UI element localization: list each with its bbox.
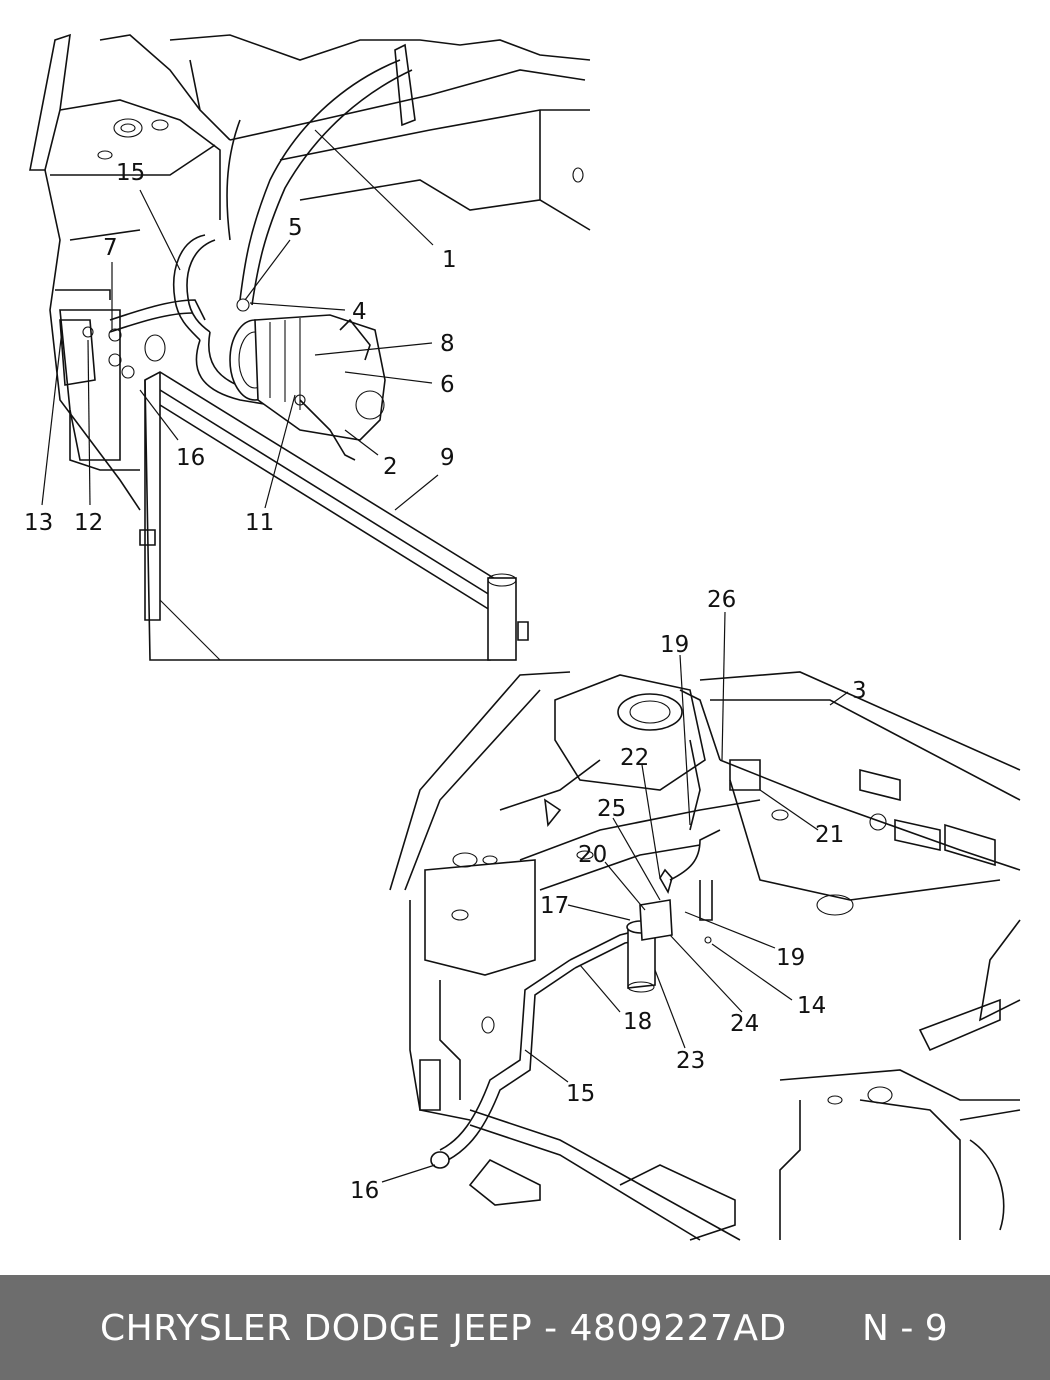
callout-5: 5 xyxy=(288,215,303,241)
callout-19-top: 19 xyxy=(660,632,689,658)
callout-9: 9 xyxy=(440,445,455,471)
callout-7: 7 xyxy=(103,235,118,261)
callout-13: 13 xyxy=(24,510,53,536)
callout-19-right: 19 xyxy=(776,945,805,971)
footer-title: CHRYSLER DODGE JEEP - 4809227AD xyxy=(100,1308,787,1349)
footer-bar xyxy=(0,1275,1050,1380)
footer-page-number: N - 9 xyxy=(862,1308,948,1349)
bottom-view-callouts: 3 14 15 16 17 18 19 19 20 21 22 23 24 25… xyxy=(350,587,867,1204)
bottom-view-drawing xyxy=(389,671,1021,1241)
callout-2: 2 xyxy=(383,454,398,480)
callout-1: 1 xyxy=(442,247,457,273)
callout-22: 22 xyxy=(620,745,649,771)
callout-14: 14 xyxy=(797,993,826,1019)
callout-25: 25 xyxy=(597,796,626,822)
callout-16: 16 xyxy=(176,445,205,471)
callout-8: 8 xyxy=(440,331,455,357)
parts-diagram: 1 2 4 5 6 7 8 9 11 12 13 15 16 xyxy=(24,33,1021,1241)
top-view-leaders xyxy=(41,129,439,511)
callout-26: 26 xyxy=(707,587,736,613)
callout-17: 17 xyxy=(540,893,569,919)
callout-3: 3 xyxy=(852,678,867,704)
callout-11: 11 xyxy=(245,510,274,536)
callout-21: 21 xyxy=(815,822,844,848)
callout-20: 20 xyxy=(578,842,607,868)
top-view-callouts: 1 2 4 5 6 7 8 9 11 12 13 15 16 xyxy=(24,160,457,536)
callout-24: 24 xyxy=(730,1011,759,1037)
callout-15-bottom: 15 xyxy=(566,1081,595,1107)
callout-12: 12 xyxy=(74,510,103,536)
bottom-view-leaders xyxy=(381,611,849,1183)
callout-15: 15 xyxy=(116,160,145,186)
callout-23: 23 xyxy=(676,1048,705,1074)
callout-16-bottom: 16 xyxy=(350,1178,379,1204)
callout-18: 18 xyxy=(623,1009,652,1035)
callout-4: 4 xyxy=(352,299,367,325)
callout-6: 6 xyxy=(440,372,455,398)
top-view-drawing xyxy=(29,33,591,661)
